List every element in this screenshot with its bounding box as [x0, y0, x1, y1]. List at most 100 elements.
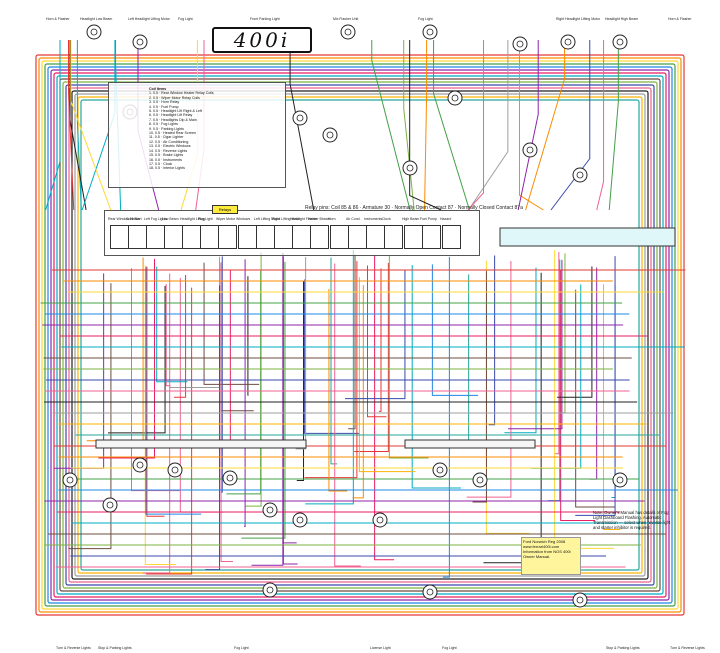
bottom-component-label: Turn & Reverse Lights — [56, 646, 91, 650]
note-text: Note: Owner's Manual has details of Fog … — [593, 510, 671, 530]
component-symbol — [292, 110, 308, 126]
wire-run — [575, 256, 616, 516]
component-symbol-inner — [616, 38, 624, 46]
wire-run — [226, 270, 262, 495]
component-symbol — [472, 472, 488, 488]
fuse-label: Air Cond. — [346, 217, 361, 221]
fuse-relay-block — [330, 225, 349, 249]
legend-item: 17. 0.5 · Clock — [149, 161, 173, 166]
legend-item: 10. 0.5 · Heated Rear Screen — [149, 131, 196, 136]
legend-item: 18. 0.5 · Interior Lights — [149, 166, 185, 171]
fuse-label: Windows — [236, 217, 251, 221]
wire-run — [504, 267, 537, 434]
top-component-label: Fog Light — [178, 17, 193, 21]
fuse-label: Low Beam — [162, 217, 179, 221]
top-component-label: Horn & Flasher — [668, 17, 692, 21]
bottom-component-label: Fog Light — [442, 646, 457, 650]
component-symbol — [560, 34, 576, 50]
wire-loop — [65, 84, 655, 586]
wire-top — [371, 40, 411, 211]
component-symbol-inner — [66, 476, 74, 484]
wire-run — [241, 261, 286, 539]
fuse-relay-block — [164, 225, 183, 249]
fuse-relay-block — [366, 225, 385, 249]
wire-loop — [50, 69, 670, 601]
fuse-label: Headlight Flasher — [290, 217, 318, 221]
wire-run — [144, 265, 176, 565]
wire-run — [220, 263, 254, 412]
yellow-note: Ford Norwich Reg 2008 www.ferrari400i.co… — [521, 537, 581, 575]
component-symbol-inner — [564, 38, 572, 46]
component-symbol-inner — [576, 171, 584, 179]
wire-run — [488, 255, 496, 426]
component-symbol — [612, 472, 628, 488]
wire-run — [563, 253, 566, 414]
wire-loop — [47, 66, 673, 604]
wire-top — [525, 40, 566, 211]
wire-run — [296, 281, 305, 481]
component-symbol — [322, 127, 338, 143]
wire-top — [468, 40, 509, 211]
wire-run — [334, 263, 361, 567]
wire-run — [589, 267, 598, 480]
fuse-relay-block — [146, 225, 165, 249]
fuse-relay-block — [310, 225, 329, 249]
legend-box: Coil Items 1. 0.5 · Rear Window Heater R… — [108, 82, 286, 188]
component-symbol — [572, 167, 588, 183]
wire-run — [146, 266, 165, 517]
wire-run — [282, 289, 297, 544]
wire-loop — [56, 75, 664, 595]
component-symbol-inner — [426, 28, 434, 36]
fuse-label: Clock — [382, 217, 391, 221]
fuse-relay-block — [292, 225, 311, 249]
component-symbol-inner — [171, 466, 179, 474]
wire-top — [518, 40, 544, 211]
component-symbol-inner — [106, 501, 114, 509]
wire-run — [554, 250, 615, 549]
fuse-label: Heater Blower — [308, 217, 331, 221]
wire-run — [554, 252, 560, 455]
wire-run — [145, 267, 202, 515]
fuse-label: Left Lifting Motor — [254, 217, 281, 221]
legend-title: Coil Items — [149, 87, 167, 91]
component-symbol — [340, 24, 356, 40]
wire-loop — [68, 87, 652, 583]
fuse-relay-block — [238, 225, 257, 249]
legend-item: 13. 0.5 · Electric Windows — [149, 144, 191, 149]
wire-run — [328, 288, 348, 492]
wire-top — [76, 40, 82, 211]
top-component-label: Left Headlight Lifting Motor — [128, 17, 170, 21]
wire-run — [560, 269, 596, 522]
legend-item: 1. 0.5 · Rear Window Heater Relay Coils — [149, 91, 214, 96]
wire-run — [348, 254, 356, 430]
wire-run — [146, 287, 193, 575]
component-symbol — [102, 497, 118, 513]
fuse-label: Fuel Pump — [420, 217, 437, 221]
wire-run — [508, 259, 563, 430]
component-symbol — [372, 512, 388, 528]
component-symbol — [402, 160, 418, 176]
component-symbol-inner — [526, 146, 534, 154]
wire-run — [442, 256, 450, 578]
wire-run — [431, 264, 479, 396]
legend-item: 2. 0.5 · Wiper Motor Relay Coils — [149, 95, 200, 100]
fuse-relay-block — [182, 225, 201, 249]
wire-loop — [59, 78, 661, 592]
wire-loop — [80, 99, 640, 571]
component-symbol-inner — [516, 40, 524, 48]
component-symbol — [132, 457, 148, 473]
wire-run — [131, 268, 180, 492]
component-symbol — [522, 142, 538, 158]
component-symbol-inner — [296, 516, 304, 524]
component-symbol-inner — [436, 466, 444, 474]
wire-loop — [44, 63, 676, 607]
component-symbol-inner — [344, 28, 352, 36]
wire-run — [466, 261, 512, 498]
wire-loop — [38, 57, 682, 613]
fuse-label: Left Fog Lights — [144, 217, 168, 221]
fuse-relay-block — [404, 225, 423, 249]
component-symbol-inner — [616, 476, 624, 484]
wire-top — [289, 40, 315, 211]
wire-top — [467, 40, 485, 211]
wire-run — [603, 284, 621, 530]
